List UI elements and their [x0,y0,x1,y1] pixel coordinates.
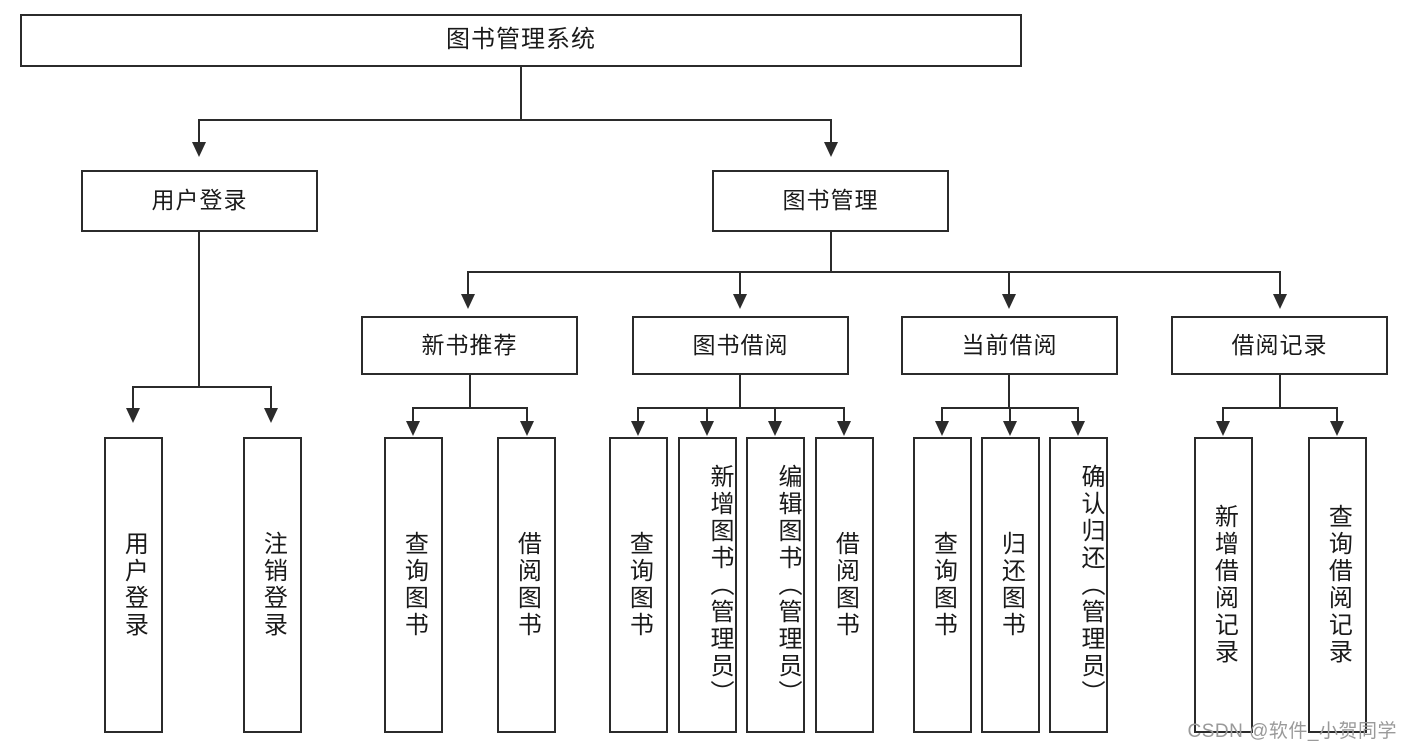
connector-bb-drop-3 [774,407,776,423]
connector-new-book-stem [469,375,471,408]
connector-root-bus [198,119,832,121]
leaf-logout[interactable]: 注销登录 [243,437,302,733]
connector-book-mgmt-bus [467,271,1281,273]
connector-book-mgmt-stem [830,232,832,272]
connector-borrow-record-stem [1279,375,1281,408]
arrowhead-bb-query-book [631,421,645,436]
arrowhead-nb-query-book [406,421,420,436]
arrowhead-br-query-record [1330,421,1344,436]
connector-new-book-bus [412,407,528,409]
arrowhead-book-borrow [733,294,747,309]
leaf-bb-edit-book[interactable]: 编辑图书（管理员） [746,437,805,733]
connector-root-to-user-login [198,119,200,144]
arrowhead-bb-edit-book [768,421,782,436]
connector-to-current-borrow [1008,271,1010,296]
connector-user-login-stem [198,232,200,387]
arrowhead-leaf-user-login [126,408,140,423]
arrowhead-borrow-record [1273,294,1287,309]
connector-new-book-drop-1 [412,407,414,423]
connector-user-login-bus [132,386,272,388]
arrowhead-cb-return-book [1003,421,1017,436]
arrowhead-br-add-record [1216,421,1230,436]
leaf-nb-query-book[interactable]: 查询图书 [384,437,443,733]
connector-cb-drop-1 [941,407,943,423]
leaf-bb-add-book[interactable]: 新增图书（管理员） [678,437,737,733]
connector-cb-drop-2 [1009,407,1011,423]
connector-bb-drop-1 [637,407,639,423]
node-book-management[interactable]: 图书管理 [712,170,949,232]
arrowhead-nb-borrow-book [520,421,534,436]
connector-bb-drop-4 [843,407,845,423]
connector-root-stem [520,67,522,120]
arrowhead-leaf-logout [264,408,278,423]
leaf-bb-borrow-book[interactable]: 借阅图书 [815,437,874,733]
arrowhead-user-login [192,142,206,157]
node-book-borrow[interactable]: 图书借阅 [632,316,849,375]
arrowhead-new-book [461,294,475,309]
connector-user-login-drop-1 [132,386,134,410]
connector-bb-drop-2 [706,407,708,423]
arrowhead-bb-borrow-book [837,421,851,436]
connector-borrow-record-bus [1222,407,1338,409]
arrowhead-cb-confirm-return [1071,421,1085,436]
connector-root-to-book-mgmt [830,119,832,144]
leaf-nb-borrow-book[interactable]: 借阅图书 [497,437,556,733]
connector-current-borrow-stem [1008,375,1010,408]
connector-br-drop-2 [1336,407,1338,423]
connector-new-book-drop-2 [526,407,528,423]
leaf-cb-confirm-return[interactable]: 确认归还（管理员） [1049,437,1108,733]
connector-br-drop-1 [1222,407,1224,423]
connector-user-login-drop-2 [270,386,272,410]
node-user-login[interactable]: 用户登录 [81,170,318,232]
connector-book-borrow-bus [637,407,845,409]
connector-cb-drop-3 [1077,407,1079,423]
leaf-br-query-record[interactable]: 查询借阅记录 [1308,437,1367,733]
connector-book-borrow-stem [739,375,741,408]
leaf-bb-query-book[interactable]: 查询图书 [609,437,668,733]
connector-to-book-borrow [739,271,741,296]
node-borrow-record[interactable]: 借阅记录 [1171,316,1388,375]
connector-to-borrow-record [1279,271,1281,296]
arrowhead-cb-query-book [935,421,949,436]
leaf-cb-query-book[interactable]: 查询图书 [913,437,972,733]
leaf-br-add-record[interactable]: 新增借阅记录 [1194,437,1253,733]
node-root-system[interactable]: 图书管理系统 [20,14,1022,67]
arrowhead-current-borrow [1002,294,1016,309]
arrowhead-bb-add-book [700,421,714,436]
node-new-book-recommend[interactable]: 新书推荐 [361,316,578,375]
leaf-user-login[interactable]: 用户登录 [104,437,163,733]
connector-to-new-book [467,271,469,296]
arrowhead-book-mgmt [824,142,838,157]
leaf-cb-return-book[interactable]: 归还图书 [981,437,1040,733]
node-current-borrow[interactable]: 当前借阅 [901,316,1118,375]
